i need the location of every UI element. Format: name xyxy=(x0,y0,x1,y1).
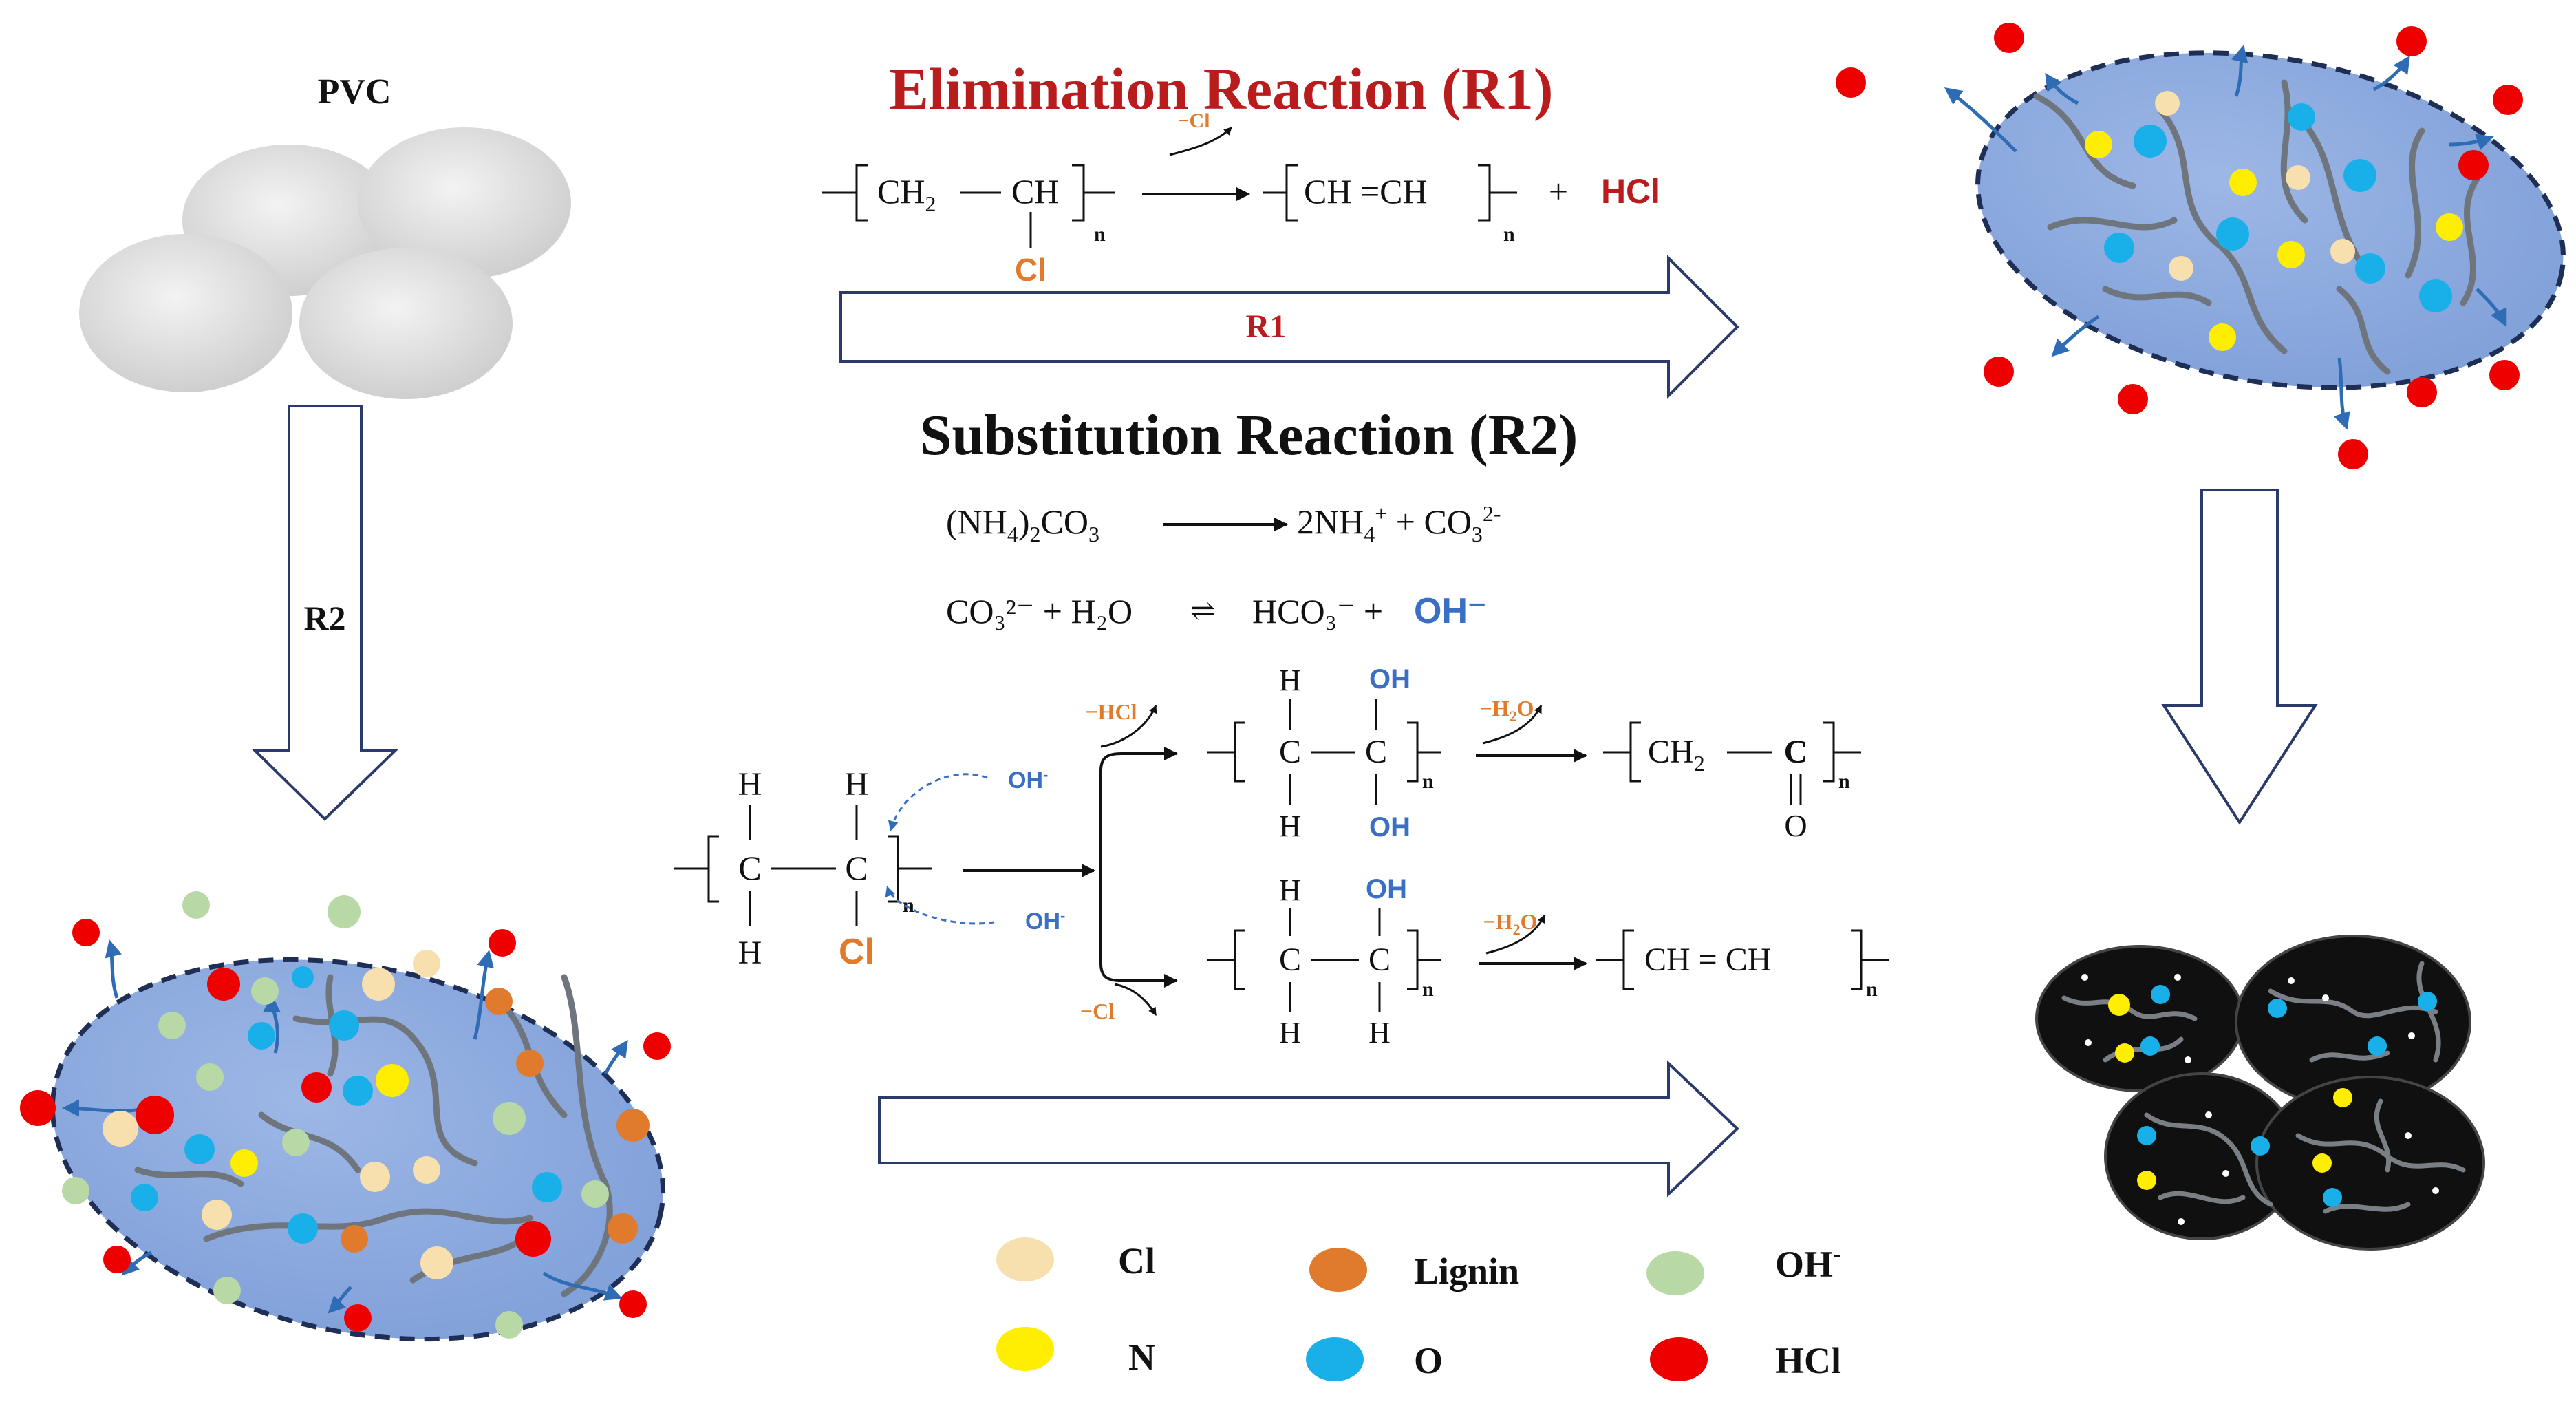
svg-text:−H2O: −H2O xyxy=(1479,696,1534,725)
svg-text:Cl: Cl xyxy=(1118,1240,1155,1281)
svg-text:OH: OH xyxy=(1369,812,1410,842)
svg-text:C: C xyxy=(845,849,868,887)
legend-item-o: O xyxy=(1306,1337,1443,1381)
porous-particle-icon xyxy=(20,891,671,1342)
svg-text:OH-: OH- xyxy=(1775,1242,1840,1285)
legend-item-oh: OH- xyxy=(1646,1242,1840,1295)
carbon-particles-icon xyxy=(2035,935,2485,1251)
r2-right-arrow xyxy=(878,1060,1739,1198)
elimination-title: Elimination Reaction (R1) xyxy=(889,56,1553,122)
svg-text:H: H xyxy=(1279,809,1301,843)
legend-item-hcl: HCl xyxy=(1650,1337,1841,1381)
svg-text:H: H xyxy=(1279,663,1301,697)
svg-text:H: H xyxy=(1279,873,1301,907)
svg-text:HCO₃⁻ +: HCO₃⁻ + xyxy=(1252,592,1383,630)
pvc-repeat-unit: H H C C n H Cl OH- OH- xyxy=(674,766,1065,972)
svg-text:CH2: CH2 xyxy=(1648,734,1705,776)
substitution-title: Substitution Reaction (R2) xyxy=(920,403,1578,467)
chloride-loss-label: −Cl xyxy=(1177,109,1210,132)
svg-text:OH: OH xyxy=(1369,664,1410,694)
pvc-label: PVC xyxy=(318,72,391,111)
svg-text:(NH4)2CO3: (NH4)2CO3 xyxy=(946,502,1099,546)
svg-text:n: n xyxy=(1422,978,1434,1001)
alkene-product-2: CH = CH n xyxy=(1596,929,1889,1001)
r2-arrow-label: R2 xyxy=(303,599,345,637)
diol-intermediate: H OH C C n H OH xyxy=(1208,663,1441,843)
legend-item-n: N xyxy=(996,1327,1155,1378)
chloride-loss-label-2: −Cl xyxy=(1080,999,1115,1023)
svg-text:C: C xyxy=(738,849,761,887)
svg-text:C: C xyxy=(1279,941,1301,978)
chlorine-substituent: Cl xyxy=(1015,252,1046,288)
svg-text:O: O xyxy=(1784,808,1807,843)
branching-arrow xyxy=(963,704,1178,1017)
svg-text:H: H xyxy=(1368,1016,1391,1050)
svg-text:C: C xyxy=(1365,734,1387,770)
svg-text:CH2: CH2 xyxy=(877,172,936,216)
svg-text:OH: OH xyxy=(1366,874,1407,904)
svg-text:2NH4+ + CO32-: 2NH4+ + CO32- xyxy=(1297,501,1501,546)
carbonate-hydrolysis-equation: CO₃²⁻ + H₂O ⇌ HCO₃⁻ + OH⁻ xyxy=(946,591,1486,631)
legend-item-cl: Cl xyxy=(996,1237,1155,1281)
svg-text:Lignin: Lignin xyxy=(1414,1251,1519,1292)
svg-text:H: H xyxy=(738,935,762,971)
svg-text:⇌: ⇌ xyxy=(1190,594,1216,628)
svg-text:n: n xyxy=(1866,978,1878,1001)
svg-text:C: C xyxy=(1279,734,1301,770)
legend-item-lignin: Lignin xyxy=(1309,1248,1519,1292)
r1-arrow-label: R1 xyxy=(1246,308,1287,345)
svg-text:HCl: HCl xyxy=(1775,1340,1841,1381)
upper-dehydration-arrow: −H2O xyxy=(1476,696,1587,763)
svg-text:n: n xyxy=(1094,223,1106,246)
alkene-product: CH =CH xyxy=(1304,172,1428,211)
hcl-loss-label: −HCl xyxy=(1085,699,1137,724)
svg-text:C: C xyxy=(1784,734,1808,770)
ketone-product: CH2 C n O xyxy=(1603,721,1861,843)
svg-text:C: C xyxy=(1368,941,1391,978)
svg-text:n: n xyxy=(1422,770,1434,793)
ch-group: CH xyxy=(1011,172,1059,211)
svg-text:n: n xyxy=(1838,770,1850,793)
r2-down-arrow xyxy=(251,405,399,821)
svg-text:n: n xyxy=(903,894,914,917)
svg-text:H: H xyxy=(738,766,762,802)
svg-text:OH-: OH- xyxy=(1008,766,1048,794)
svg-text:n: n xyxy=(1503,223,1515,246)
svg-text:N: N xyxy=(1128,1337,1155,1378)
lower-dehydration-arrow: −H2O xyxy=(1479,909,1587,970)
pvc-granules-icon xyxy=(79,127,571,399)
legend: Cl Lignin OH- N O HCl xyxy=(996,1237,1841,1381)
r1-right-arrow xyxy=(839,255,1739,399)
svg-text:OH-: OH- xyxy=(1025,907,1065,935)
svg-text:H: H xyxy=(845,766,869,802)
svg-text:H: H xyxy=(1279,1016,1301,1050)
elimination-equation: CH2 CH Cl n −Cl CH =CH n + HCl xyxy=(822,109,1660,288)
dechlorinated-particle-icon xyxy=(1836,23,2566,469)
hydroxide-ion: OH⁻ xyxy=(1414,591,1486,631)
hcl-byproduct: HCl xyxy=(1601,172,1660,211)
svg-text:Cl: Cl xyxy=(839,932,874,972)
carbonization-down-arrow xyxy=(2161,489,2318,825)
svg-text:+: + xyxy=(1549,172,1568,211)
alcohol-intermediate: H OH C C n H H xyxy=(1208,873,1441,1050)
svg-text:CH = CH: CH = CH xyxy=(1644,941,1771,978)
svg-text:O: O xyxy=(1414,1340,1443,1381)
svg-text:CO₃²⁻ + H₂O: CO₃²⁻ + H₂O xyxy=(946,592,1133,630)
ammonium-carbonate-equation: (NH4)2CO3 2NH4+ + CO32- xyxy=(946,501,1501,546)
